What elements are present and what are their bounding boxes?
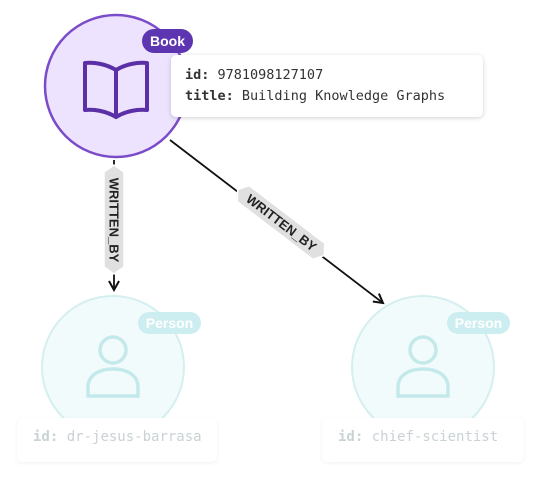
book-node[interactable]: Book [43,13,193,159]
book-label: Book [150,33,185,49]
book-property-title: title: Building Knowledge Graphs [185,86,469,107]
open-book-icon [83,60,149,119]
person-properties-card-right: id: chief-scientist [322,418,524,462]
property-key: id: [185,67,210,83]
property-key: title: [185,88,234,104]
book-badge [142,29,193,53]
person-properties-card-left: id: dr-jesus-barrasa [17,418,217,462]
relationship-written-by-left[interactable]: WRITTEN_BY [103,160,125,290]
property-key: id: [338,429,364,445]
book-properties-card: id: 9781098127107 title: Building Knowle… [171,55,483,117]
property-value: Building Knowledge Graphs [241,88,446,104]
relationship-label-left: WRITTEN_BY [107,178,122,263]
property-value: chief-scientist [371,429,499,445]
book-property-id: id: 9781098127107 [185,65,469,86]
relationship-written-by-right[interactable]: WRITTEN_BY [169,139,383,303]
person-node-right[interactable]: Person [351,295,510,439]
property-key: id: [33,429,59,445]
property-value: 9781098127107 [217,67,324,83]
person-badge [447,312,510,334]
person-icon [86,335,140,398]
person-badge [138,312,201,334]
person-icon [396,335,450,398]
person-node-left[interactable]: Person [41,295,201,439]
person-label-left: Person [146,315,193,331]
property-value: dr-jesus-barrasa [66,429,202,445]
person-label-right: Person [455,315,502,331]
relationship-label-right: WRITTEN_BY [243,191,320,254]
